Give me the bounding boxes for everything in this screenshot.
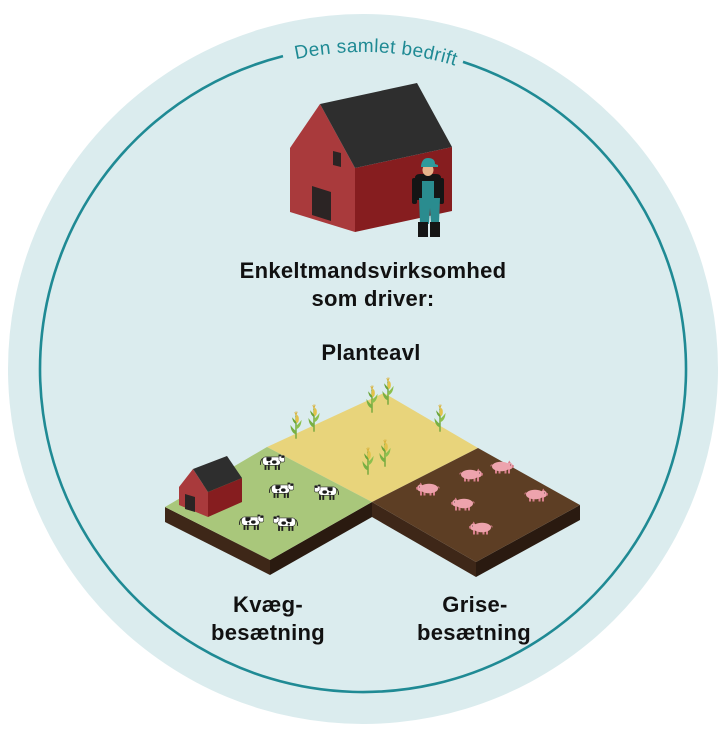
farmer-left-boot — [418, 222, 428, 237]
cattle-label-line2: besætning — [211, 620, 325, 645]
soil-edge-front-left — [270, 502, 372, 575]
pig-label-line2: besætning — [417, 620, 531, 645]
farmer-overall-bib — [422, 181, 434, 200]
soil-edge-right — [476, 505, 580, 577]
farm-platform — [165, 393, 580, 577]
pig-field — [372, 448, 580, 562]
farmer-cap — [421, 158, 438, 167]
cattle-barn-side-wall — [208, 478, 242, 517]
business-type-line2: som driver: — [311, 286, 434, 311]
farmer-icon — [412, 158, 444, 237]
cattle-barn-roof — [193, 456, 242, 492]
soil-edge-front-right — [372, 502, 476, 577]
ring-line — [38, 54, 688, 694]
whole-farm-circle — [8, 14, 718, 724]
barn-gable-wall — [290, 104, 355, 232]
barn-roof — [320, 83, 452, 168]
farmer-trousers — [419, 198, 440, 224]
barn-window — [333, 151, 341, 167]
farmer-right-boot — [430, 222, 440, 237]
pig-label-line1: Grise- — [442, 592, 507, 617]
cattle-barn-door — [185, 494, 195, 512]
cattle-label-line1: Kvæg- — [233, 592, 303, 617]
cattle-barn-icon — [179, 456, 242, 517]
soil-edge-left — [165, 507, 270, 575]
business-type-line1: Enkeltmandsvirksomhed — [240, 258, 507, 283]
pasture-field — [165, 447, 372, 560]
crop-label: Planteavl — [321, 340, 420, 365]
crop-field — [267, 393, 478, 502]
barn-door — [312, 186, 331, 221]
